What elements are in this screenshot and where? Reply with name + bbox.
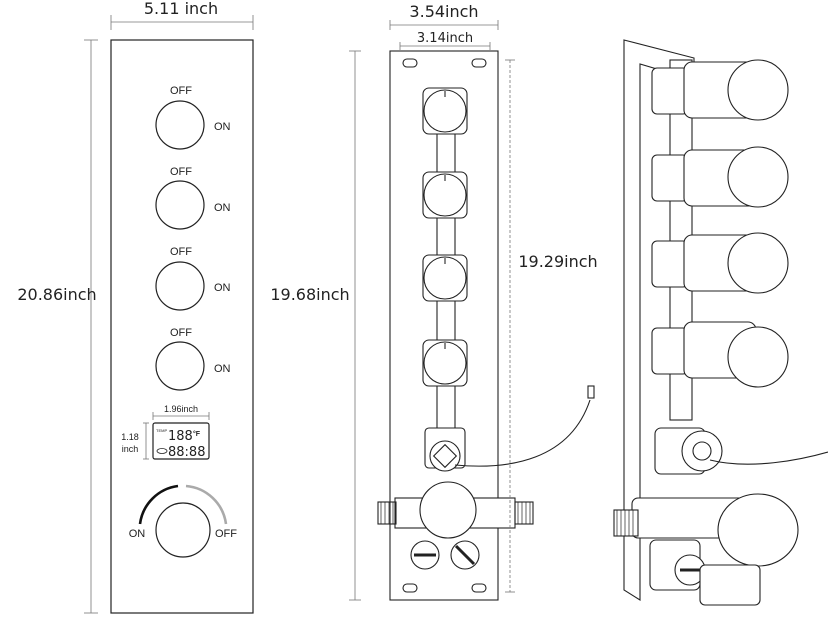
switch-1-on-label: ON: [214, 121, 231, 133]
display-time-value: 88:88: [168, 445, 205, 460]
switch-4-off-label: OFF: [170, 327, 192, 339]
switch-2-off-label: OFF: [170, 166, 192, 178]
side-inner-width-label: 3.14inch: [417, 31, 473, 46]
side-dimension-lines: [349, 20, 515, 601]
switch-knob-2: [155, 180, 205, 230]
display-temp-value: 188: [168, 429, 193, 444]
switch-3-off-label: OFF: [170, 246, 192, 258]
front-panel-outline: [110, 39, 254, 614]
dial-off-label: OFF: [215, 528, 237, 540]
perspective-thread-hatching: [616, 510, 634, 536]
front-panel: [110, 39, 254, 614]
dial-arc-light: [185, 484, 228, 525]
side-outer-width-label: 3.54inch: [409, 2, 478, 21]
display-width-label: 1.96inch: [164, 404, 198, 414]
dial-arc-dark: [138, 484, 179, 525]
switch-1-off-label: OFF: [170, 85, 192, 97]
front-dimension-lines: [84, 15, 254, 614]
side-outer-height-label: 19.68inch: [270, 285, 349, 304]
dial-knob: [155, 502, 211, 558]
side-inner-height-label: 19.29inch: [518, 252, 597, 271]
side-view: [377, 50, 595, 601]
side-plate-outline: [389, 50, 499, 601]
display-screen: [152, 422, 210, 460]
display-temp-small-label: TEMP: [156, 428, 167, 433]
switch-knob-3: [155, 261, 205, 311]
switch-knob-4: [155, 341, 205, 391]
side-thread-hatching: [380, 502, 531, 524]
front-height-label: 20.86inch: [17, 285, 96, 304]
switch-knob-1: [155, 100, 205, 150]
display-height-label-1: 1.18: [121, 432, 139, 442]
switch-4-on-label: ON: [214, 363, 231, 375]
display-height-label-2: inch: [122, 444, 139, 454]
perspective-view: [613, 39, 828, 606]
display-indicator-icon: [156, 448, 168, 454]
switch-2-on-label: ON: [214, 202, 231, 214]
switch-3-on-label: ON: [214, 282, 231, 294]
dial-on-label: ON: [129, 528, 146, 540]
perspective-back-plate: [623, 39, 695, 601]
display-temp-unit: °F: [193, 430, 201, 438]
front-width-label: 5.11 inch: [144, 0, 218, 18]
